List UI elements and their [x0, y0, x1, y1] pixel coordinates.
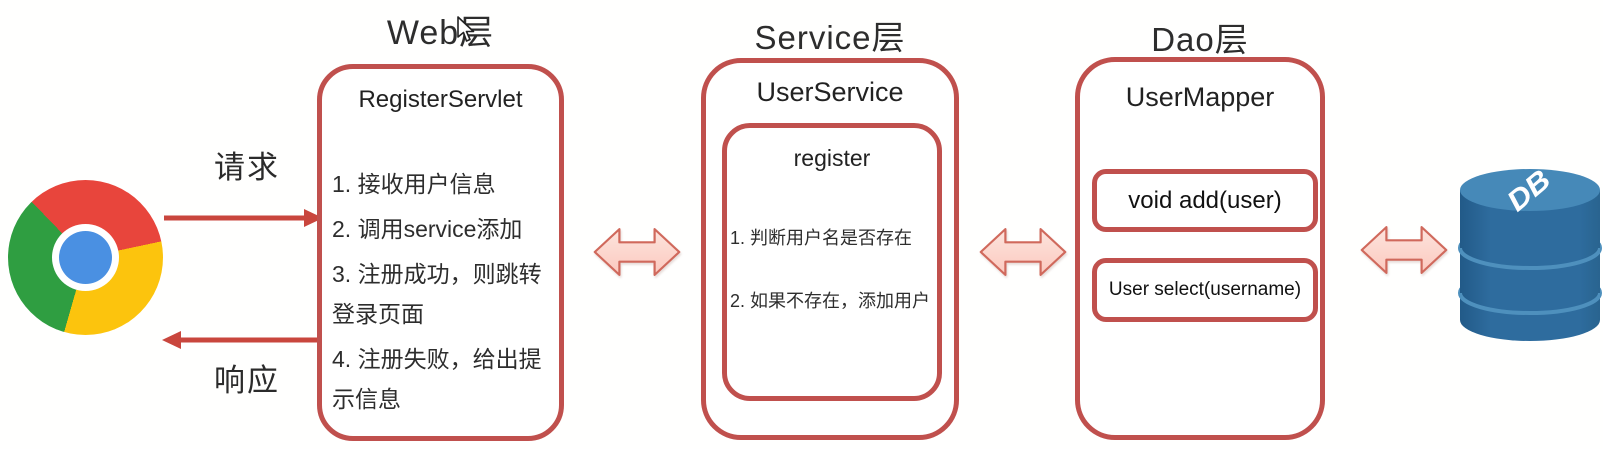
service-step-item: 1. 判断用户名是否存在 [730, 228, 913, 248]
service-layer-box: UserService register 1. 判断用户名是否存在 2. 如果不… [701, 58, 959, 440]
layer-title-service: Service层 [754, 19, 906, 56]
service-component-title: UserService [756, 77, 904, 107]
service-step-item: 2. 如果不存在，添加用户 [730, 291, 931, 311]
chrome-hub-blue [59, 231, 112, 284]
web-step-item: 3. 注册成功，则跳转登录页面 [332, 261, 542, 327]
service-steps-list: 1. 判断用户名是否存在 2. 如果不存在，添加用户 [727, 225, 937, 314]
web-layer-box: RegisterServlet 1. 接收用户信息 2. 调用service添加… [317, 64, 564, 441]
dao-method-box: User select(username) [1092, 258, 1318, 322]
double-arrow-icon [593, 228, 681, 276]
layer-title-web: Web层 [386, 14, 495, 52]
database-icon: DB [1458, 163, 1602, 341]
web-step-item: 1. 接收用户信息 [332, 171, 496, 197]
response-label: 响应 [214, 363, 280, 398]
dao-component-title: UserMapper [1125, 82, 1275, 112]
chrome-browser-icon [8, 180, 163, 335]
web-step-item: 4. 注册失败，给出提示信息 [332, 346, 542, 412]
web-step-item: 2. 调用service添加 [332, 216, 523, 242]
layer-title-dao: Dao层 [1151, 21, 1249, 58]
request-label: 请求 [214, 150, 280, 185]
double-arrow-icon [1360, 226, 1448, 274]
dao-layer-box: UserMapper void add(user) User select(us… [1075, 57, 1325, 440]
register-method-box: register 1. 判断用户名是否存在 2. 如果不存在，添加用户 [722, 123, 942, 401]
web-component-title: RegisterServlet [358, 86, 523, 113]
register-method-title: register [793, 145, 871, 171]
response-arrow-icon [162, 331, 322, 349]
double-arrow-icon [979, 228, 1067, 276]
mouse-cursor-icon [457, 16, 475, 42]
web-steps-list: 1. 接收用户信息 2. 调用service添加 3. 注册成功，则跳转登录页面… [322, 164, 559, 419]
request-response-arrows [162, 209, 323, 349]
dao-method-box: void add(user) [1092, 169, 1318, 232]
request-arrow-icon [164, 209, 323, 227]
